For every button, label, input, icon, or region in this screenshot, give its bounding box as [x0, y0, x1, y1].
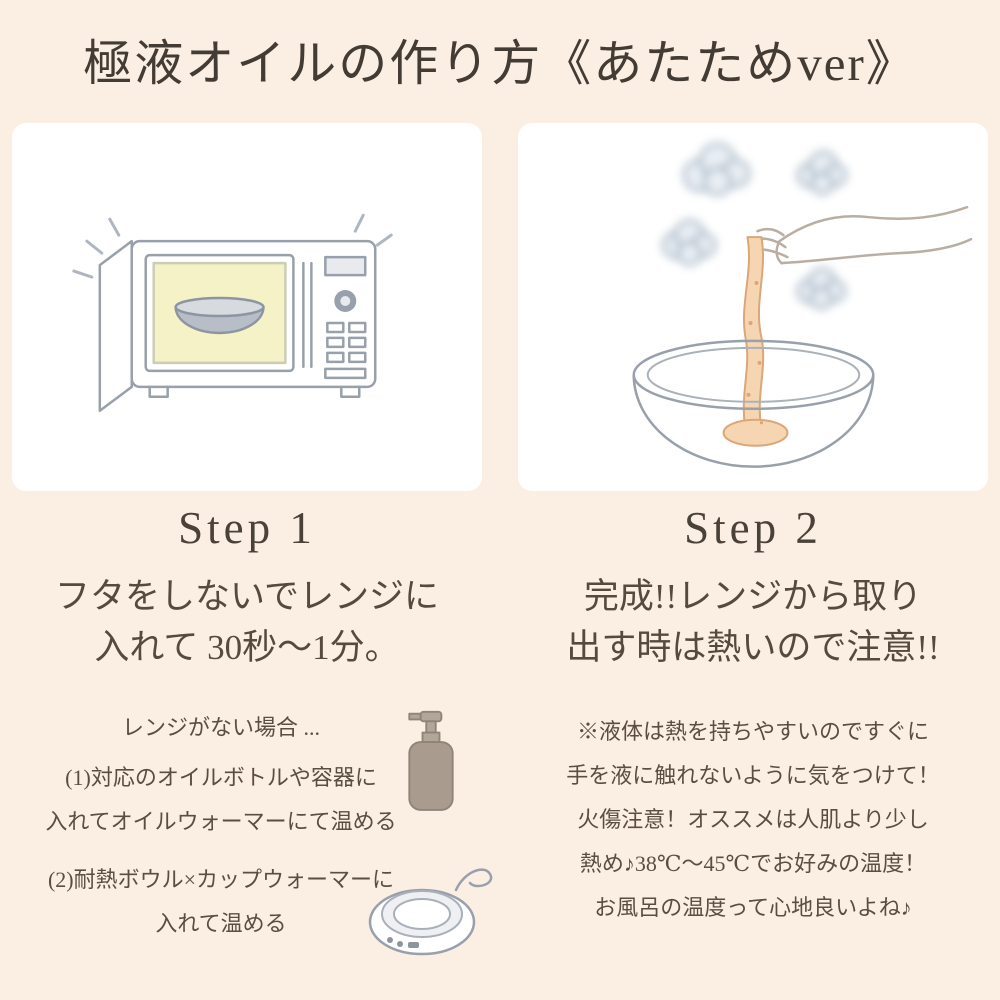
step1-note-line4: 入れて温める	[155, 911, 287, 936]
step1-note-line1: (1)対応のオイルボトルや容器に	[65, 765, 377, 790]
step1-description-line2: 入れて 30秒〜1分。	[94, 627, 400, 667]
page-title: 極液オイルの作り方《あたためver》	[83, 36, 917, 91]
step2-note-line3: 火傷注意！オススメは人肌より少し	[577, 807, 929, 832]
step1-description: フタをしないでレンジに 入れて 30秒〜1分。	[12, 572, 482, 674]
bowl-sketch	[632, 339, 875, 468]
cup-warmer-icon	[368, 868, 493, 956]
bowl-pour-icon	[632, 142, 973, 468]
oil-bottle-icon	[408, 710, 454, 811]
step1-note: レンジがない場合 ... (1)対応のオイルボトルや容器に 入れてオイルウォーマ…	[0, 710, 442, 946]
hand-sketch	[754, 205, 973, 265]
microwave-body	[98, 239, 377, 413]
step2-description-line1: 完成!!レンジから取り	[583, 577, 923, 616]
step2-illustration-card	[518, 123, 988, 491]
oil-strand	[722, 236, 789, 447]
steam-cloud-icons	[662, 142, 847, 310]
step1-illustration-card	[12, 123, 482, 491]
step1-label: Step 1	[178, 503, 316, 553]
step1-note-line3: (2)耐熱ボウル×カップウォーマーに	[47, 867, 395, 892]
step2-note: ※液体は熱を持ちやすいのですぐに 手を液に触れないように気をつけて！ 火傷注意！…	[518, 710, 988, 930]
step2-note-line1: ※液体は熱を持ちやすいのですぐに	[576, 719, 929, 744]
step2-description: 完成!!レンジから取り 出す時は熱いので注意!!	[518, 572, 988, 674]
sparkle-lines	[72, 213, 393, 279]
step2-note-line5: お風呂の温度って心地良いよね♪	[594, 895, 912, 920]
step1-note-line2: 入れてオイルウォーマーにて温める	[45, 809, 397, 834]
step1-note-title: レンジがない場合 ...	[121, 715, 320, 740]
step2-label: Step 2	[684, 503, 822, 553]
step1-description-line1: フタをしないでレンジに	[55, 577, 439, 616]
step2-note-line4: 熱め♪38℃〜45℃でお好みの温度！	[579, 851, 927, 876]
step2-description-line2: 出す時は熱いので注意!!	[566, 627, 940, 667]
step2-note-line2: 手を液に触れないように気をつけて！	[566, 763, 940, 788]
microwave-icon	[72, 213, 393, 413]
